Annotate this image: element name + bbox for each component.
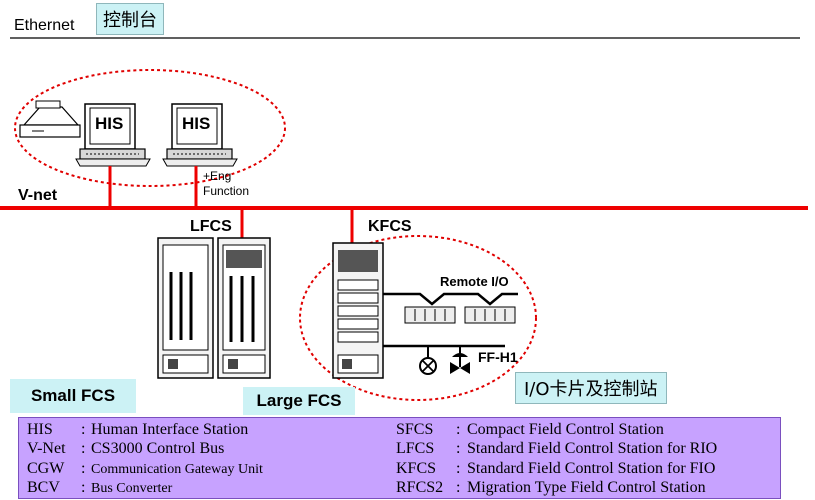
legend-abbr: KFCS xyxy=(396,460,437,477)
kfcs-label: KFCS xyxy=(368,218,412,235)
io-tag: I/O卡片及控制站 xyxy=(515,372,667,404)
control-valve-icon xyxy=(450,353,470,374)
kfcs-cabinet-icon xyxy=(332,242,384,379)
console-tag: 控制台 xyxy=(96,3,164,35)
his-right-label: HIS xyxy=(182,114,211,133)
legend-abbr: CGW xyxy=(27,460,65,477)
printer-icon xyxy=(19,100,81,138)
legend-sep: : xyxy=(456,440,461,457)
legend-desc: Communication Gateway Unit xyxy=(91,462,263,477)
legend-abbr: SFCS xyxy=(396,421,434,438)
abbreviation-legend: HIS : Human Interface Station V-Net : CS… xyxy=(18,417,781,499)
remote-io-unit-right-icon xyxy=(464,306,516,324)
remote-io-bus xyxy=(383,292,518,306)
large-fcs-cabinet-icon xyxy=(217,237,271,379)
vnet-label: V-net xyxy=(18,187,58,204)
eng-function-line1: +Eng xyxy=(203,169,232,183)
his-left-label: HIS xyxy=(95,114,124,133)
lfcs-label: LFCS xyxy=(190,218,232,235)
legend-desc: Standard Field Control Station for RIO xyxy=(467,440,718,457)
remote-io-label: Remote I/O xyxy=(440,274,509,289)
legend-sep: : xyxy=(81,479,86,496)
eng-function-line2: Function xyxy=(203,184,250,198)
legend-desc: Standard Field Control Station for FIO xyxy=(467,460,716,477)
ffh1-label: FF-H1 xyxy=(478,349,518,365)
legend-desc: Migration Type Field Control Station xyxy=(467,479,706,496)
legend-sep: : xyxy=(81,421,86,438)
his-right-workstation-icon xyxy=(162,103,238,167)
legend-sep: : xyxy=(456,479,461,496)
legend-abbr: RFCS2 xyxy=(396,479,444,496)
large-fcs-callout: Large FCS xyxy=(243,387,355,415)
legend-abbr: HIS xyxy=(27,421,53,438)
small-fcs-cabinet-icon xyxy=(157,237,214,379)
ethernet-label: Ethernet xyxy=(14,17,75,34)
legend-sep: : xyxy=(456,421,461,438)
small-fcs-callout: Small FCS xyxy=(10,379,136,413)
legend-abbr: BCV xyxy=(27,479,60,496)
remote-io-unit-left-icon xyxy=(404,306,456,324)
indicator-lamp-icon xyxy=(419,357,437,375)
legend-desc: Compact Field Control Station xyxy=(467,421,664,438)
kfcs-group-ellipse xyxy=(299,235,537,401)
legend-abbr: LFCS xyxy=(396,440,435,457)
legend-desc: Human Interface Station xyxy=(91,421,249,438)
legend-sep: : xyxy=(81,460,86,477)
legend-abbr: V-Net xyxy=(27,440,66,457)
console-group-ellipse xyxy=(14,69,286,187)
legend-sep: : xyxy=(456,460,461,477)
legend-desc: Bus Converter xyxy=(91,481,173,496)
legend-sep: : xyxy=(81,440,86,457)
his-left-workstation-icon xyxy=(75,103,151,167)
legend-desc: CS3000 Control Bus xyxy=(91,440,225,457)
